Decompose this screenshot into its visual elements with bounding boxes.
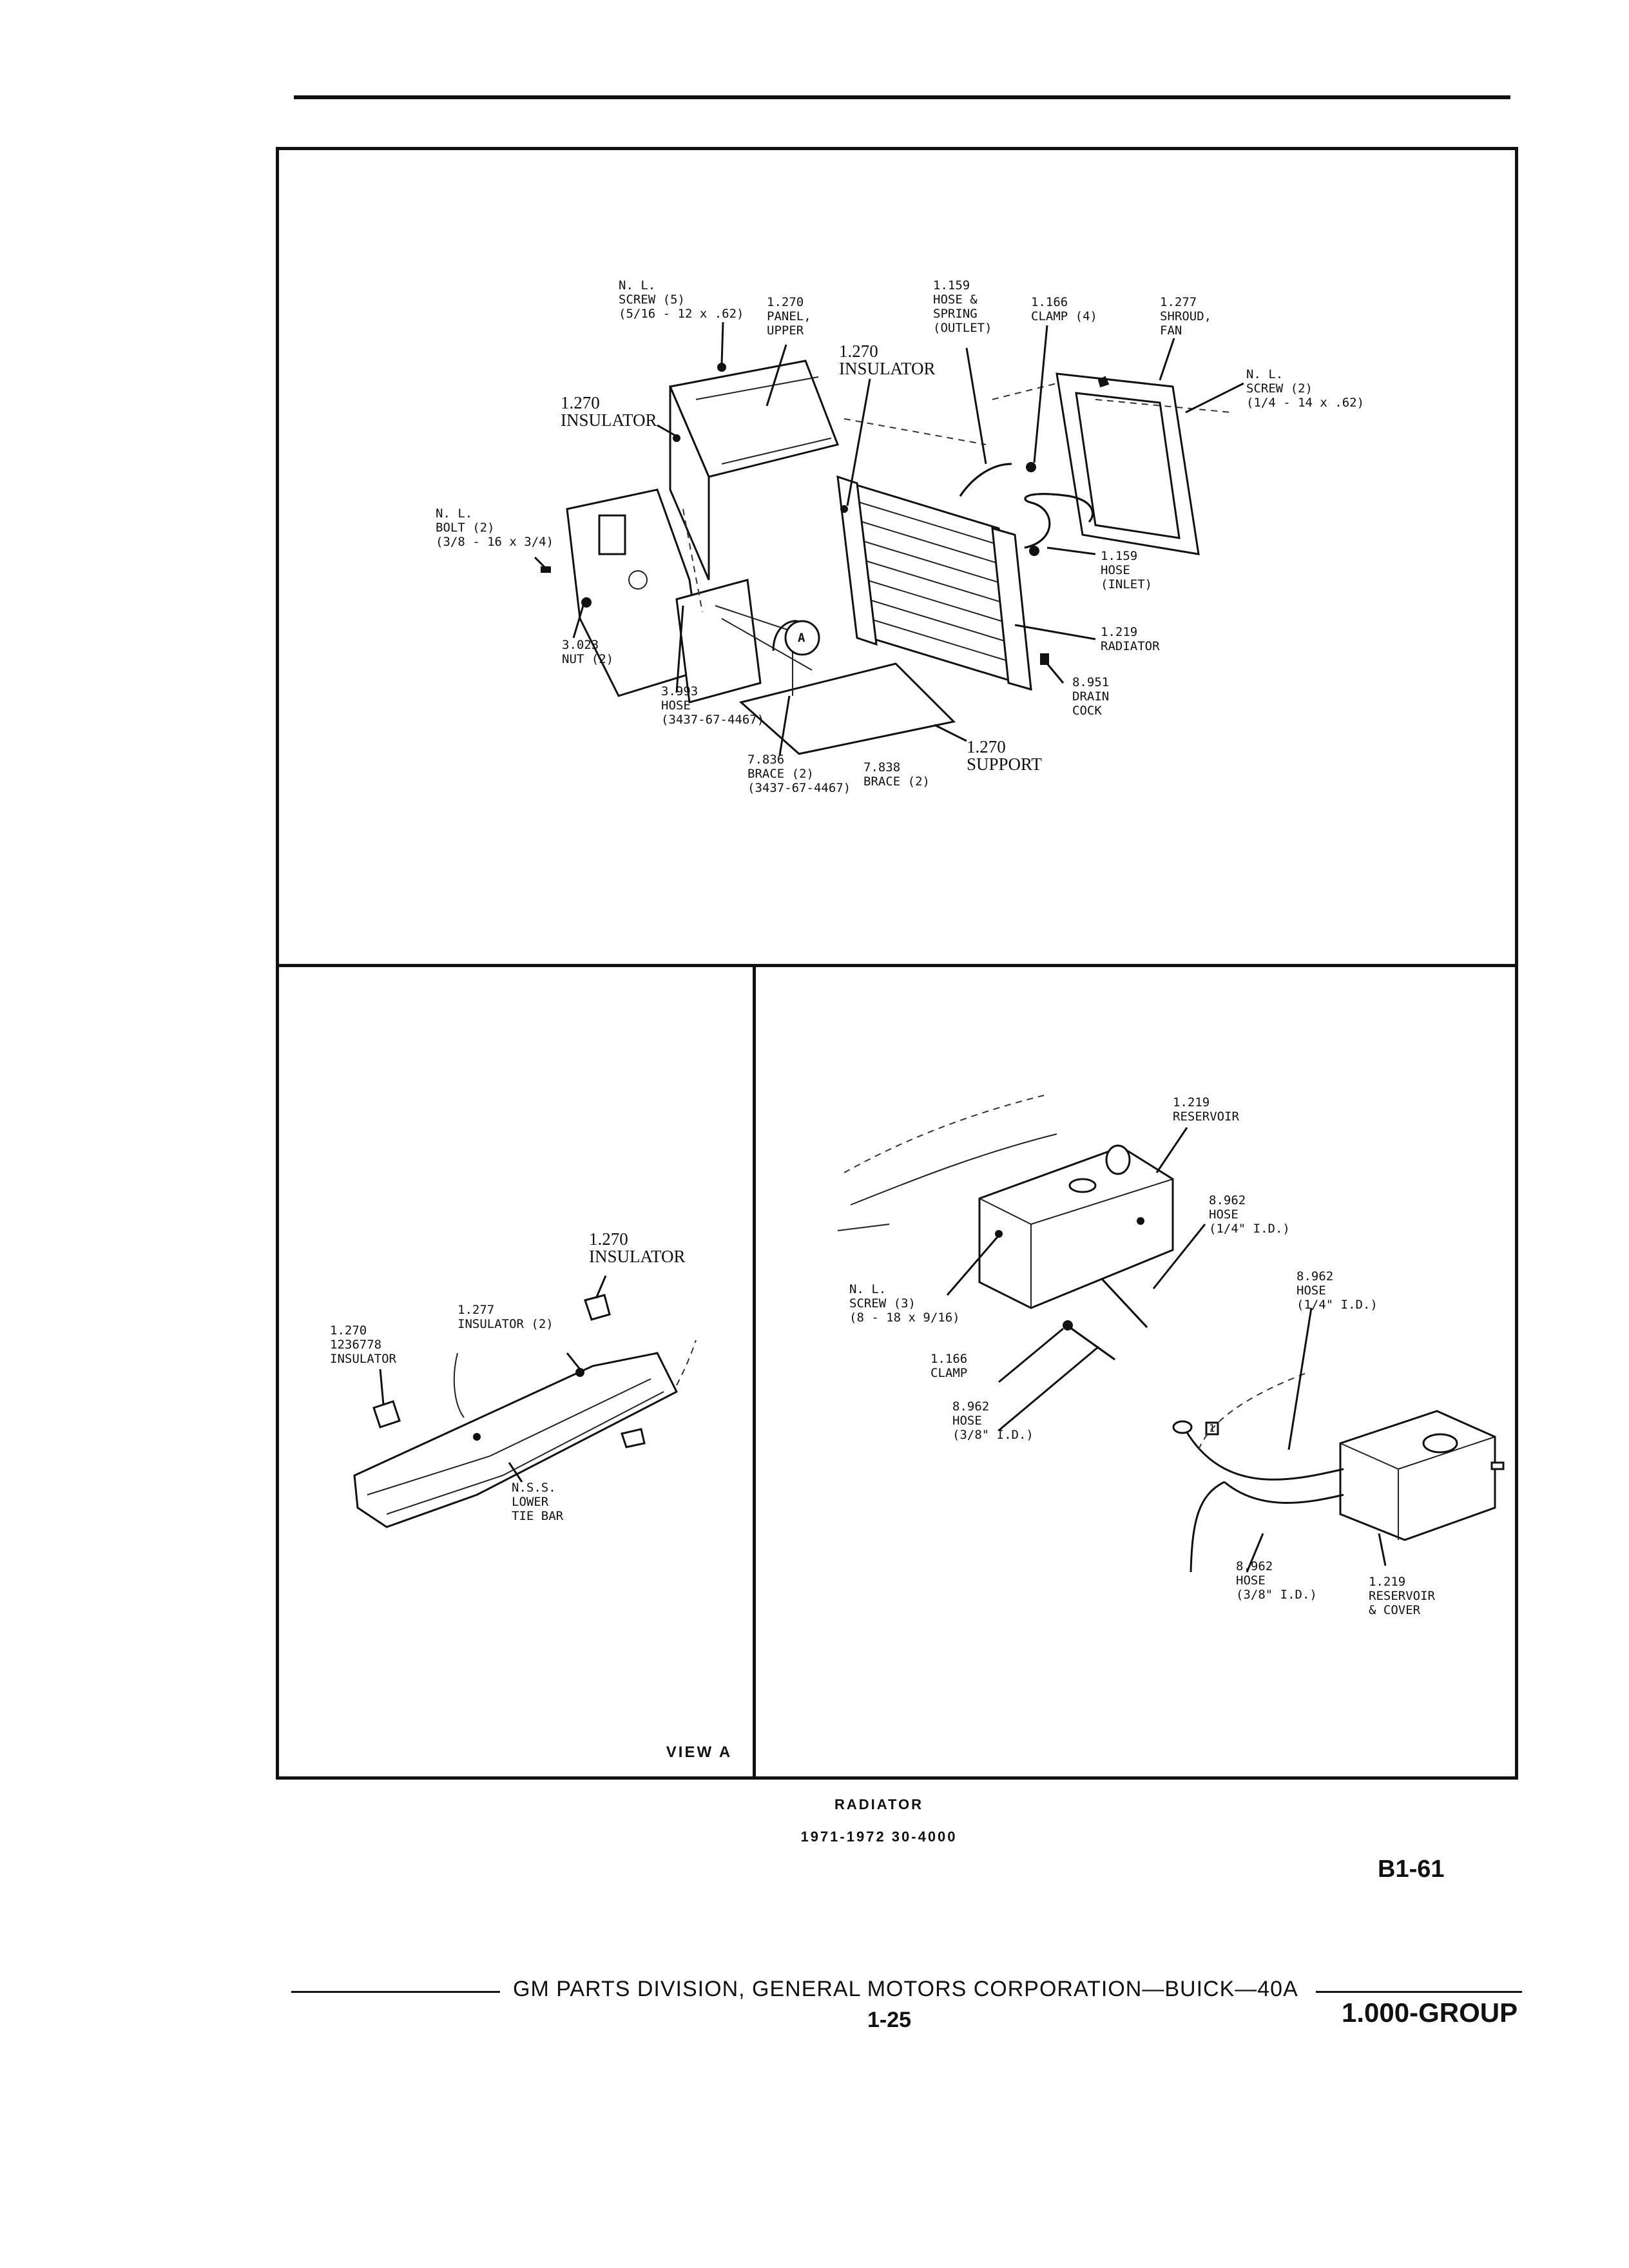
label-insulator-top: 1.270 INSULATOR xyxy=(589,1229,686,1266)
label-insulator-2: 1.277 INSULATOR (2) xyxy=(458,1303,554,1331)
inlet-hose xyxy=(1024,493,1094,549)
view-a-insulators xyxy=(372,1294,646,1448)
footer-rule-right xyxy=(1316,1991,1522,1993)
label-hose-quarter: 8.962 HOSE (1/4" I.D.) xyxy=(1209,1193,1290,1236)
reservoir-tank-lower xyxy=(1339,1410,1505,1541)
upper-panel-part xyxy=(668,360,840,581)
view-divider xyxy=(753,964,756,1780)
illustration-frame xyxy=(276,147,1518,1780)
radiator-fins xyxy=(860,502,1017,664)
label-clamp-4: 1.166 CLAMP (4) xyxy=(1031,295,1097,323)
label-nl-screw-5: N. L. SCREW (5) (5/16 - 12 x .62) xyxy=(619,278,744,321)
leader-lines-view-a xyxy=(379,1275,607,1483)
label-insulator-1236778: 1.270 1236778 INSULATOR xyxy=(330,1323,396,1366)
view-a-callout xyxy=(772,620,820,656)
label-hose-3993: 3.993 HOSE (3437-67-4467) xyxy=(661,684,765,727)
tie-bar-part xyxy=(353,1340,697,1528)
footer-company: GM PARTS DIVISION, GENERAL MOTORS CORPOR… xyxy=(513,1977,1298,2001)
label-panel-upper: 1.270 PANEL, UPPER xyxy=(767,295,811,338)
reservoir-tank-upper xyxy=(978,1144,1174,1309)
label-reservoir: 1.219 RESERVOIR xyxy=(1173,1095,1239,1124)
label-drain-cock: 8.951 DRAIN COCK xyxy=(1072,675,1110,718)
label-brace-7838: 7.838 BRACE (2) xyxy=(863,760,930,789)
label-shroud-fan: 1.277 SHROUD, FAN xyxy=(1160,295,1212,338)
label-reservoir-cover: 1.219 RESERVOIR & COVER xyxy=(1369,1575,1435,1617)
leader-lines-top xyxy=(534,322,1244,756)
outlet-hose xyxy=(959,463,1012,497)
callout-letter-a: A xyxy=(798,631,805,645)
footer-rule-left xyxy=(291,1991,500,1993)
dashed-guides-top xyxy=(682,383,1231,613)
figure-subtitle: 1971-1972 30-4000 xyxy=(800,1829,958,1845)
label-hose-quarter-2: 8.962 HOSE (1/4" I.D.) xyxy=(1296,1269,1378,1312)
reservoir-marker: 1 xyxy=(1209,1422,1215,1434)
label-lower-tie-bar: N.S.S. LOWER TIE BAR xyxy=(512,1481,564,1523)
label-nl-screw-2: N. L. SCREW (2) (1/4 - 14 x .62) xyxy=(1246,367,1365,410)
label-brace-7836: 7.836 BRACE (2) (3437-67-4467) xyxy=(747,753,851,795)
header-rule xyxy=(294,95,1510,99)
label-nl-screw-3: N. L. SCREW (3) (8 - 18 x 9/16) xyxy=(849,1282,960,1325)
footer-page-number: 1-25 xyxy=(867,2008,912,2032)
figure-title: RADIATOR xyxy=(834,1796,924,1812)
footer-group: 1.000-GROUP xyxy=(1342,1997,1518,2028)
reservoir-hoses xyxy=(1063,1278,1148,1361)
label-nl-bolt-2: N. L. BOLT (2) (3/8 - 16 x 3/4) xyxy=(436,506,554,549)
label-hose-three-eighths-2: 8.962 HOSE (3/8" I.D.) xyxy=(1236,1559,1317,1602)
fan-shroud xyxy=(1055,372,1200,555)
overflow-hoses xyxy=(1172,1372,1344,1573)
label-clamp: 1.166 CLAMP xyxy=(930,1352,968,1380)
label-hose-inlet: 1.159 HOSE (INLET) xyxy=(1101,549,1153,591)
label-support: 1.270 SUPPORT xyxy=(967,737,1042,774)
top-panel-divider xyxy=(276,964,1518,967)
label-hose-three-eighths: 8.962 HOSE (3/8" I.D.) xyxy=(952,1399,1034,1442)
left-support-bracket xyxy=(566,488,762,704)
label-radiator: 1.219 RADIATOR xyxy=(1101,625,1160,653)
leader-lines-reservoir xyxy=(946,1127,1387,1573)
label-nut-2: 3.023 NUT (2) xyxy=(562,638,614,666)
label-hose-spring-outlet: 1.159 HOSE & SPRING (OUTLET) xyxy=(933,278,992,335)
fender-outline xyxy=(837,1095,1057,1231)
radiator-core xyxy=(836,475,1032,691)
label-insulator-center: 1.270 INSULATOR xyxy=(839,341,936,378)
page-code: B1-61 xyxy=(1378,1856,1445,1883)
label-insulator-left: 1.270 INSULATOR xyxy=(561,393,657,430)
view-a-title: VIEW A xyxy=(666,1744,733,1761)
